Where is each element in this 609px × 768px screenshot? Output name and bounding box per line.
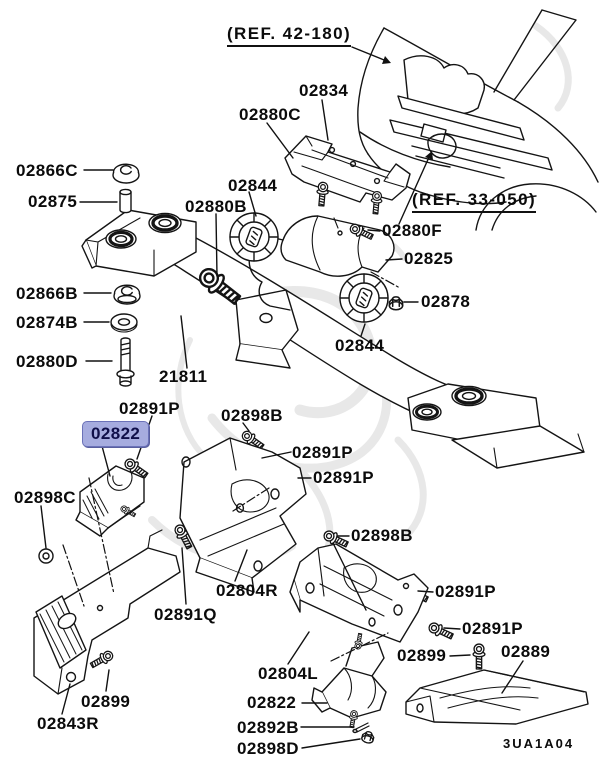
ref-link-42-180[interactable]: (REF. 42-180) bbox=[227, 25, 352, 47]
part-label-02822-highlighted[interactable]: 02822 bbox=[82, 421, 150, 447]
nut-02898C-drawing bbox=[38, 548, 54, 564]
bolt-02880D-drawing bbox=[116, 337, 135, 387]
part-label-02880C[interactable]: 02880C bbox=[239, 105, 301, 124]
pin-02892B-drawing bbox=[352, 722, 370, 734]
nut-02898D-drawing bbox=[360, 729, 376, 745]
bolt-02891P-5-drawing bbox=[426, 619, 456, 643]
part-label-21811[interactable]: 21811 bbox=[159, 367, 208, 386]
left-mount-drawing bbox=[81, 209, 197, 277]
bracket-02843R-drawing bbox=[33, 529, 181, 695]
bracket-02804R-drawing bbox=[179, 437, 307, 593]
part-label-02843R[interactable]: 02843R bbox=[37, 714, 99, 733]
part-label-02880D[interactable]: 02880D bbox=[16, 352, 78, 371]
part-label-02899-left[interactable]: 02899 bbox=[81, 692, 131, 711]
damper-02844-lower-drawing bbox=[339, 273, 389, 323]
part-label-02898D[interactable]: 02898D bbox=[237, 739, 299, 758]
car-body-drawing bbox=[357, 9, 599, 231]
part-label-02874B[interactable]: 02874B bbox=[16, 313, 78, 332]
part-label-02899-right[interactable]: 02899 bbox=[397, 646, 447, 665]
part-label-02898B-a[interactable]: 02898B bbox=[221, 406, 283, 425]
part-label-02804R[interactable]: 02804R bbox=[216, 581, 278, 600]
part-label-02891P-e[interactable]: 02891P bbox=[462, 619, 524, 638]
rail-02889-drawing bbox=[405, 669, 589, 725]
leader-lines bbox=[40, 46, 524, 749]
nut-02878-drawing bbox=[388, 296, 404, 311]
bolt-02899-right-drawing bbox=[472, 643, 486, 670]
washer-02874B-drawing bbox=[110, 313, 138, 333]
part-label-02891P-d[interactable]: 02891P bbox=[435, 582, 497, 601]
damper-02844-upper-drawing bbox=[229, 212, 279, 262]
part-label-02822-bottom[interactable]: 02822 bbox=[247, 693, 297, 712]
part-label-02844-top[interactable]: 02844 bbox=[228, 176, 278, 195]
part-label-02898C[interactable]: 02898C bbox=[14, 488, 76, 507]
part-label-02898B-b[interactable]: 02898B bbox=[351, 526, 413, 545]
part-label-02891P-c[interactable]: 02891P bbox=[313, 468, 375, 487]
bushing-02866C-drawing bbox=[112, 163, 140, 184]
part-label-02892B[interactable]: 02892B bbox=[237, 718, 299, 737]
part-label-02825[interactable]: 02825 bbox=[404, 249, 454, 268]
part-label-02875[interactable]: 02875 bbox=[28, 192, 78, 211]
part-label-02891P-a[interactable]: 02891P bbox=[119, 399, 181, 418]
part-label-02880F[interactable]: 02880F bbox=[382, 221, 443, 240]
part-label-02891P-b[interactable]: 02891P bbox=[292, 443, 354, 462]
part-label-02804L[interactable]: 02804L bbox=[258, 664, 319, 683]
part-label-02834[interactable]: 02834 bbox=[299, 81, 349, 100]
insulator-02822-drawing bbox=[311, 632, 387, 729]
bracket-02804L-drawing bbox=[289, 543, 429, 643]
diagram-code: 3UA1A04 bbox=[503, 736, 575, 751]
bushing-02866B-drawing bbox=[113, 284, 141, 305]
part-label-02889[interactable]: 02889 bbox=[501, 642, 551, 661]
ref-link-33-050[interactable]: (REF. 33-050) bbox=[412, 191, 537, 213]
right-mount-drawing bbox=[407, 383, 585, 469]
part-label-02866B[interactable]: 02866B bbox=[16, 284, 78, 303]
part-label-02866C[interactable]: 02866C bbox=[16, 161, 78, 180]
part-label-02880B[interactable]: 02880B bbox=[185, 197, 247, 216]
stay-plate-02834-drawing bbox=[284, 135, 411, 215]
part-label-02878[interactable]: 02878 bbox=[421, 292, 471, 311]
part-label-02891Q[interactable]: 02891Q bbox=[154, 605, 217, 624]
bolt-02899-left-drawing bbox=[88, 648, 116, 671]
part-label-02844-mid[interactable]: 02844 bbox=[335, 336, 385, 355]
spacer-02875-drawing bbox=[119, 188, 132, 214]
